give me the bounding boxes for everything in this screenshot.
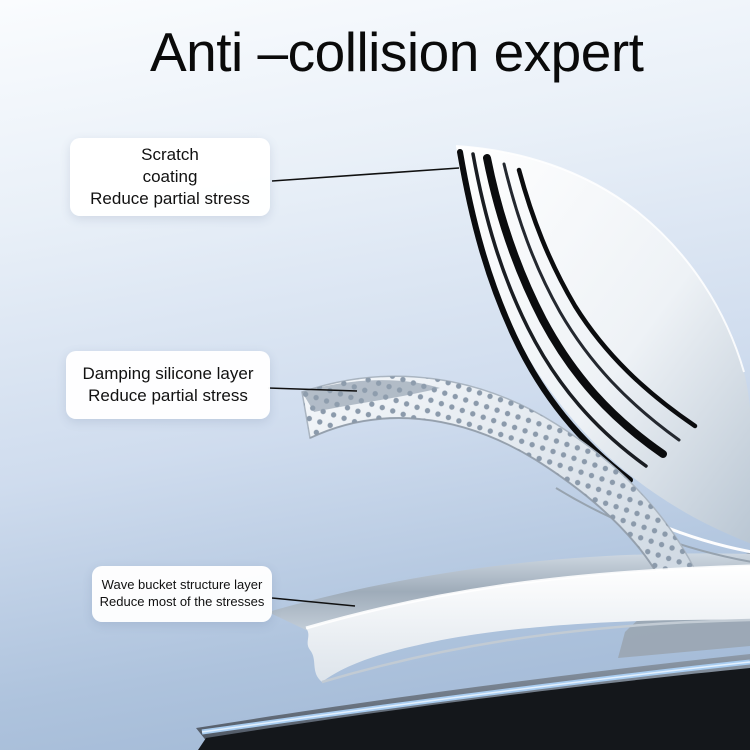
- scratch-stripe: [516, 167, 698, 429]
- callout-line-scratch: [271, 167, 460, 182]
- callout-wave-line2: Reduce most of the stresses: [99, 594, 265, 609]
- wave-band: [306, 566, 750, 682]
- callout-scratch-line2: coating: [142, 167, 198, 187]
- scratch-stripe: [483, 154, 667, 458]
- callout-scratch-line1: Scratch: [141, 145, 199, 165]
- phone-frame-line-highlight: [201, 661, 750, 733]
- callout-scratch-coating: Scratch coating Reduce partial stress: [70, 138, 270, 216]
- page-title: Anti –collision expert: [150, 21, 644, 83]
- callout-line-wave: [271, 597, 356, 607]
- scratch-stripe: [471, 152, 648, 468]
- callout-damping-silicone: Damping silicone layer Reduce partial st…: [66, 351, 270, 419]
- glass-sheet-top-highlight: [455, 145, 745, 373]
- wave-top-highlight: [305, 564, 750, 630]
- callout-scratch-line3: Reduce partial stress: [90, 188, 250, 208]
- callout-damping-line1: Damping silicone layer: [82, 364, 254, 384]
- callout-lines: [267, 167, 460, 607]
- callout-wave-bucket: Wave bucket structure layer Reduce most …: [92, 566, 272, 622]
- scratch-stripe: [502, 162, 681, 442]
- wave-bottom-shade: [321, 618, 750, 684]
- phone-screen: [180, 668, 750, 750]
- callout-damping-line2: Reduce partial stress: [88, 386, 248, 405]
- callout-line-damping: [267, 387, 358, 392]
- wave-bucket-layer: [305, 564, 750, 684]
- scratch-stripe: [457, 149, 633, 483]
- mesh-tip-shade: [302, 380, 440, 412]
- mesh-underside-shade: [309, 417, 669, 595]
- callout-wave-line1: Wave bucket structure layer: [101, 577, 263, 593]
